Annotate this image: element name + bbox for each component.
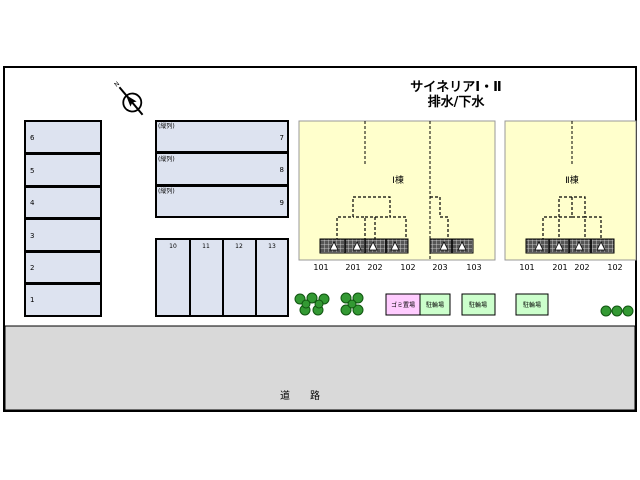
garbage-label: ゴミ置場: [391, 301, 415, 309]
parking-space-9: [155, 185, 289, 218]
parking-label-11: 11: [202, 243, 210, 250]
building-2-footprint: [504, 120, 637, 261]
parking-space-1: [24, 283, 102, 317]
parking-space-8: [155, 152, 289, 186]
parking-space-12: [222, 238, 257, 317]
parking-tag-9: (縦列): [158, 187, 175, 195]
drain-lines-1: [336, 196, 449, 241]
parking-space-10: [155, 238, 191, 317]
parking-label-6: 6: [30, 134, 35, 142]
parking-number-7: 7: [280, 134, 284, 142]
bike-parking-1-label: 駐輪場: [426, 301, 444, 309]
unit-label: 103: [466, 263, 481, 272]
unit-label: 101: [519, 263, 534, 272]
building-2: Ⅱ棟 101 201 202 102: [504, 120, 637, 272]
unit-label: 202: [574, 263, 589, 272]
svg-text:N: N: [113, 80, 121, 88]
drain-inlets-1: [329, 241, 467, 251]
unit-label: 102: [607, 263, 622, 272]
north-compass-icon: N: [113, 80, 144, 116]
unit-label: 201: [345, 263, 360, 272]
parking-label-2: 2: [30, 264, 34, 272]
parking-space-13: [255, 238, 289, 317]
parking-label-12: 12: [235, 243, 243, 250]
bike-parking-2: [461, 293, 496, 316]
building-2-name: Ⅱ棟: [565, 174, 578, 186]
parking-space-2: [24, 251, 102, 284]
unit-label: 102: [400, 263, 415, 272]
bike-parking-3: [515, 293, 549, 316]
drain-lines-2: [542, 196, 602, 241]
building-1: Ⅰ棟 101 201 202 102 203 103: [298, 120, 496, 272]
parking-number-8: 8: [280, 166, 284, 174]
tree-cluster-1: [294, 292, 330, 316]
parking-space-11: [189, 238, 224, 317]
parking-left-column: 6 5 4 3 2 1: [24, 120, 102, 317]
parking-label-5: 5: [30, 167, 34, 175]
parking-space-7: [155, 120, 289, 153]
parking-space-6: [24, 120, 102, 154]
road-label: 道 路: [280, 389, 320, 402]
parking-space-5: [24, 153, 102, 187]
unit-label: 202: [367, 263, 382, 272]
parking-tag-8: (縦列): [158, 155, 175, 163]
tree-cluster-2: [340, 292, 364, 316]
parking-label-1: 1: [30, 296, 34, 304]
parking-tag-7: (縦列): [158, 122, 175, 130]
parking-label-3: 3: [30, 232, 34, 240]
parking-number-9: 9: [280, 199, 284, 207]
parking-bottom-block: 10 11 12 13: [155, 238, 289, 317]
parking-space-3: [24, 218, 102, 252]
title-line2: 排水/下水: [428, 94, 486, 110]
parking-label-10: 10: [169, 243, 177, 250]
unit-label: 201: [552, 263, 567, 272]
tree-cluster-3: [600, 305, 634, 317]
parking-space-4: [24, 186, 102, 219]
building-1-name: Ⅰ棟: [392, 174, 404, 186]
drain-inlets-2: [534, 241, 606, 251]
drain-grate-2: [525, 238, 615, 254]
bike-parking-3-label: 駐輪場: [523, 301, 541, 309]
parking-parallel-rows: (縦列) 7 (縦列) 8 (縦列) 9: [155, 120, 289, 218]
parking-label-13: 13: [268, 243, 276, 250]
building-1-footprint: [298, 120, 496, 261]
unit-label: 101: [313, 263, 328, 272]
road-area: [4, 325, 636, 411]
title-line1: サイネリアⅠ・Ⅱ: [410, 80, 501, 95]
unit-label: 203: [432, 263, 447, 272]
bike-parking-2-label: 駐輪場: [469, 301, 487, 309]
parking-label-4: 4: [30, 199, 35, 207]
bike-parking-1: [419, 293, 451, 316]
